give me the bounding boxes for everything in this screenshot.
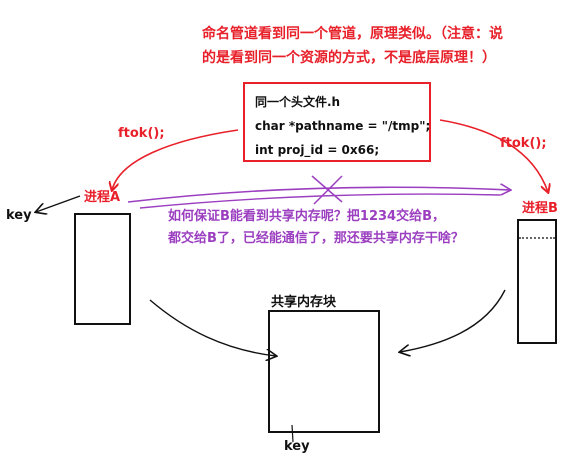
arrow-header-to-proc-a xyxy=(112,129,239,190)
process-a-box xyxy=(74,213,131,325)
arrow-proc-a-to-proc-b-second xyxy=(139,193,501,209)
arrow-header-to-proc-b xyxy=(439,119,548,192)
question-line-2: 都交给B了，已经能通信了，那还要共享内存干啥？ xyxy=(168,231,464,246)
shm-key-line xyxy=(291,424,294,443)
arrow-key-left xyxy=(36,195,81,212)
cross-mark xyxy=(311,175,343,205)
header-file-box: 同一个头文件.h char *pathname = "/tmp"; int pr… xyxy=(243,82,431,162)
header-file-proj-id: int proj_id = 0x66; xyxy=(255,143,380,157)
shared-memory-label: 共享内存块 xyxy=(271,295,337,310)
question-text: 如何保证B能看到共享内存呢？把1234交给B， 都交给B了，已经能通信了，那还要… xyxy=(168,206,508,250)
shared-memory-box xyxy=(268,310,380,433)
note-line-2: 的是看到同一个资源的方式，不是底层原理！） xyxy=(202,50,496,66)
key-left-label: key xyxy=(6,208,32,223)
arrow-proc-a-to-shm xyxy=(149,299,276,356)
question-line-1: 如何保证B能看到共享内存呢？把1234交给B， xyxy=(168,209,445,224)
arrow-proc-a-to-proc-b xyxy=(127,187,510,203)
header-file-title: 同一个头文件.h xyxy=(255,95,341,109)
arrow-proc-b-to-shm xyxy=(400,289,506,352)
process-a-label: 进程A xyxy=(84,190,121,205)
ftok-right-label: ftok(); xyxy=(500,136,547,151)
header-file-pathname: char *pathname = "/tmp"; xyxy=(255,119,431,133)
process-b-label: 进程B xyxy=(522,201,558,216)
process-b-dotted-line xyxy=(519,237,555,239)
note-text: 命名管道看到同一个管道，原理类似。（注意：说 的是看到同一个资源的方式，不是底层… xyxy=(202,22,542,70)
key-bottom-label: key xyxy=(284,439,310,454)
note-line-1: 命名管道看到同一个管道，原理类似。（注意：说 xyxy=(202,26,503,42)
ftok-left-label: ftok(); xyxy=(118,126,165,141)
process-b-box xyxy=(517,219,557,344)
